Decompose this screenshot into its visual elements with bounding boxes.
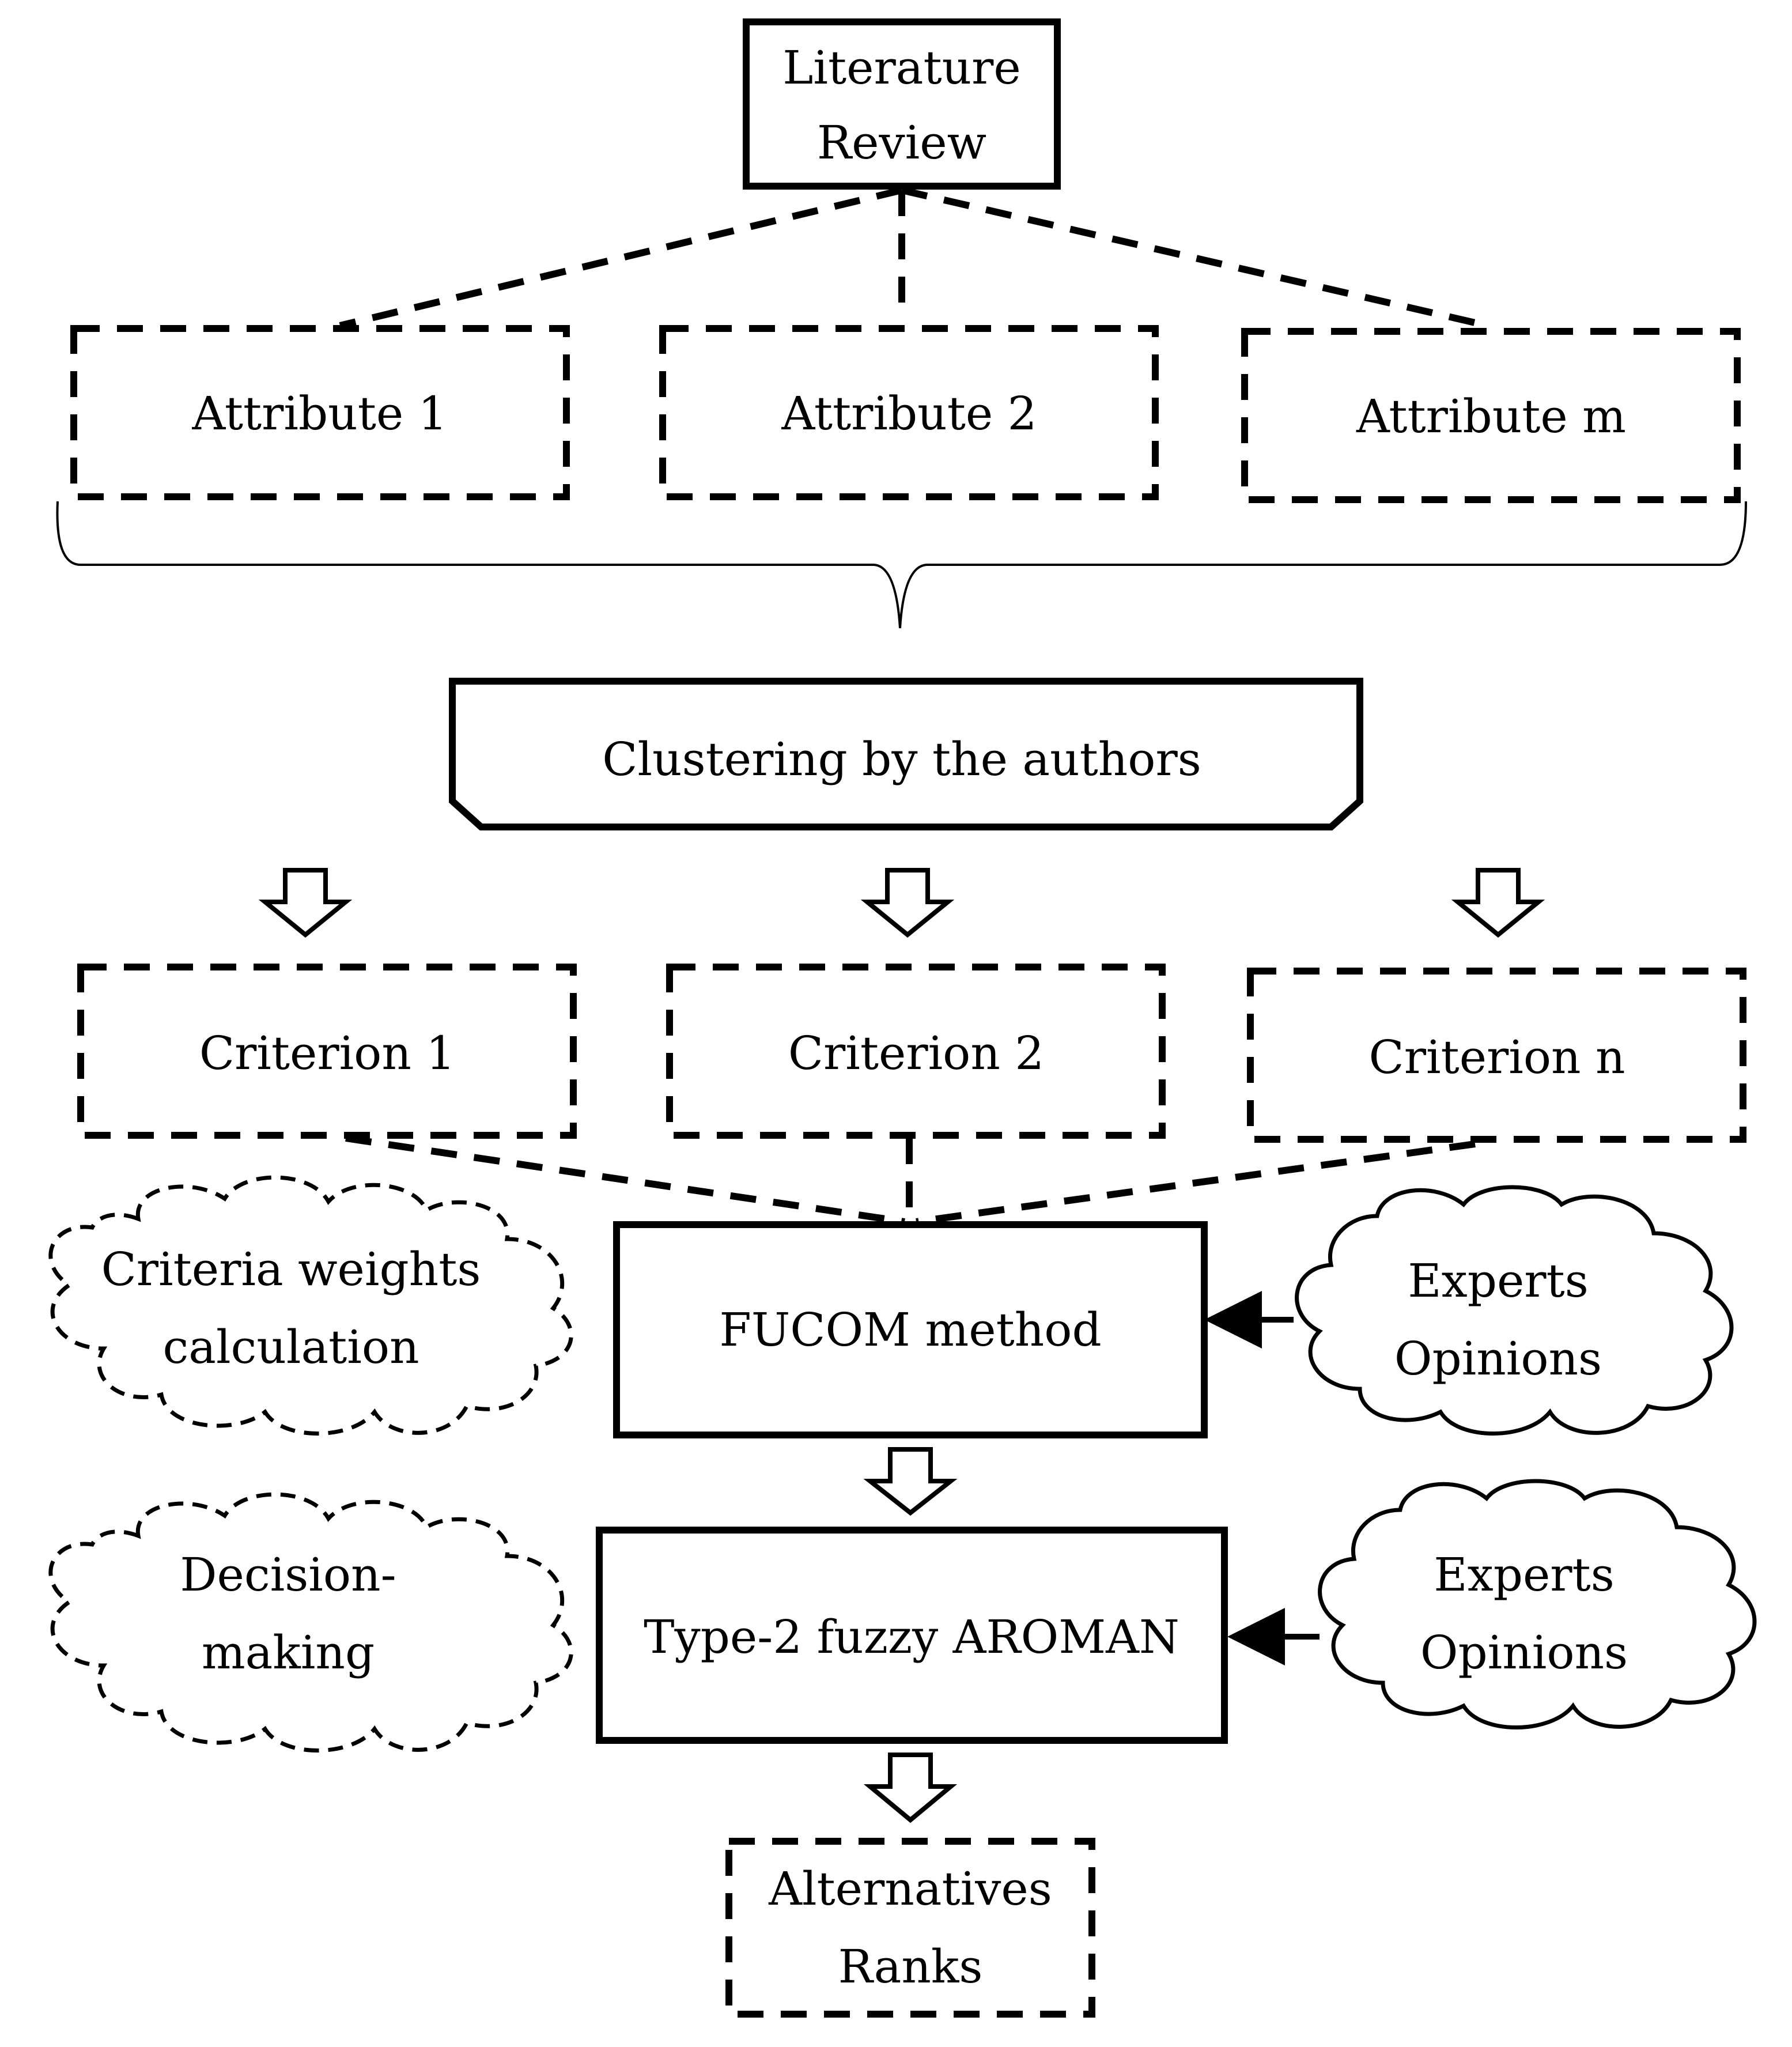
alternatives-ranks-node: Alternatives Ranks <box>725 1838 1095 2018</box>
block-arrow-to-criterion-1 <box>258 868 353 938</box>
experts-opinions-cloud-2: Experts Opinions <box>1318 1479 1757 1729</box>
attribute-node-1: Attribute 1 <box>70 325 570 500</box>
aroman-node: Type-2 fuzzy AROMAN <box>596 1527 1228 1744</box>
alternatives-ranks-line2: Ranks <box>838 1940 983 1993</box>
aroman-label: Type-2 fuzzy AROMAN <box>644 1610 1179 1664</box>
attribute-node-2: Attribute 2 <box>659 325 1159 500</box>
criterion-label-2: Criterion 2 <box>788 1026 1044 1080</box>
decision-making-line1: Decision- <box>180 1548 396 1602</box>
block-arrow-fucom-to-aroman <box>863 1447 958 1516</box>
literature-review-line1: Literature <box>782 41 1020 95</box>
literature-review-node: Literature Review <box>743 18 1061 190</box>
criterion-label-n: Criterion n <box>1369 1030 1625 1084</box>
criterion-node-1: Criterion 1 <box>77 964 577 1139</box>
experts-opinions-1-line2: Opinions <box>1394 1332 1602 1385</box>
clustering-label: Clustering by the authors <box>602 732 1201 786</box>
criteria-weights-line2: calculation <box>162 1320 419 1374</box>
attribute-label-m: Attribute m <box>1356 390 1626 443</box>
literature-to-attributes-connectors <box>339 187 1476 329</box>
clustering-node: Clustering by the authors <box>449 678 1363 830</box>
decision-making-cloud: Decision- making <box>48 1492 573 1753</box>
criterion-node-2: Criterion 2 <box>666 964 1166 1139</box>
block-arrow-to-criterion-2 <box>860 868 955 938</box>
experts-opinions-cloud-1: Experts Opinions <box>1295 1185 1734 1436</box>
block-arrow-to-criterion-n <box>1451 868 1545 938</box>
experts-opinions-2-line1: Experts <box>1434 1548 1615 1602</box>
decision-making-line2: making <box>202 1626 375 1679</box>
attribute-label-1: Attribute 1 <box>191 387 447 440</box>
grouping-brace <box>56 501 1747 629</box>
block-arrow-aroman-to-alternatives <box>863 1753 958 1823</box>
criteria-weights-cloud: Criteria weights calculation <box>48 1175 573 1436</box>
criterion-label-1: Criterion 1 <box>199 1026 455 1080</box>
criteria-to-fucom-connectors <box>345 1135 1476 1225</box>
experts-opinions-1-line1: Experts <box>1408 1254 1589 1308</box>
alternatives-ranks-line1: Alternatives <box>768 1862 1052 1916</box>
fucom-method-node: FUCOM method <box>613 1221 1208 1438</box>
criterion-node-n: Criterion n <box>1247 968 1746 1143</box>
attribute-label-2: Attribute 2 <box>781 387 1037 440</box>
literature-review-line2: Review <box>817 116 986 169</box>
fucom-method-label: FUCOM method <box>719 1303 1101 1357</box>
attribute-node-m: Attribute m <box>1241 328 1741 503</box>
experts-opinions-2-line2: Opinions <box>1420 1626 1628 1679</box>
criteria-weights-line1: Criteria weights <box>101 1242 481 1296</box>
